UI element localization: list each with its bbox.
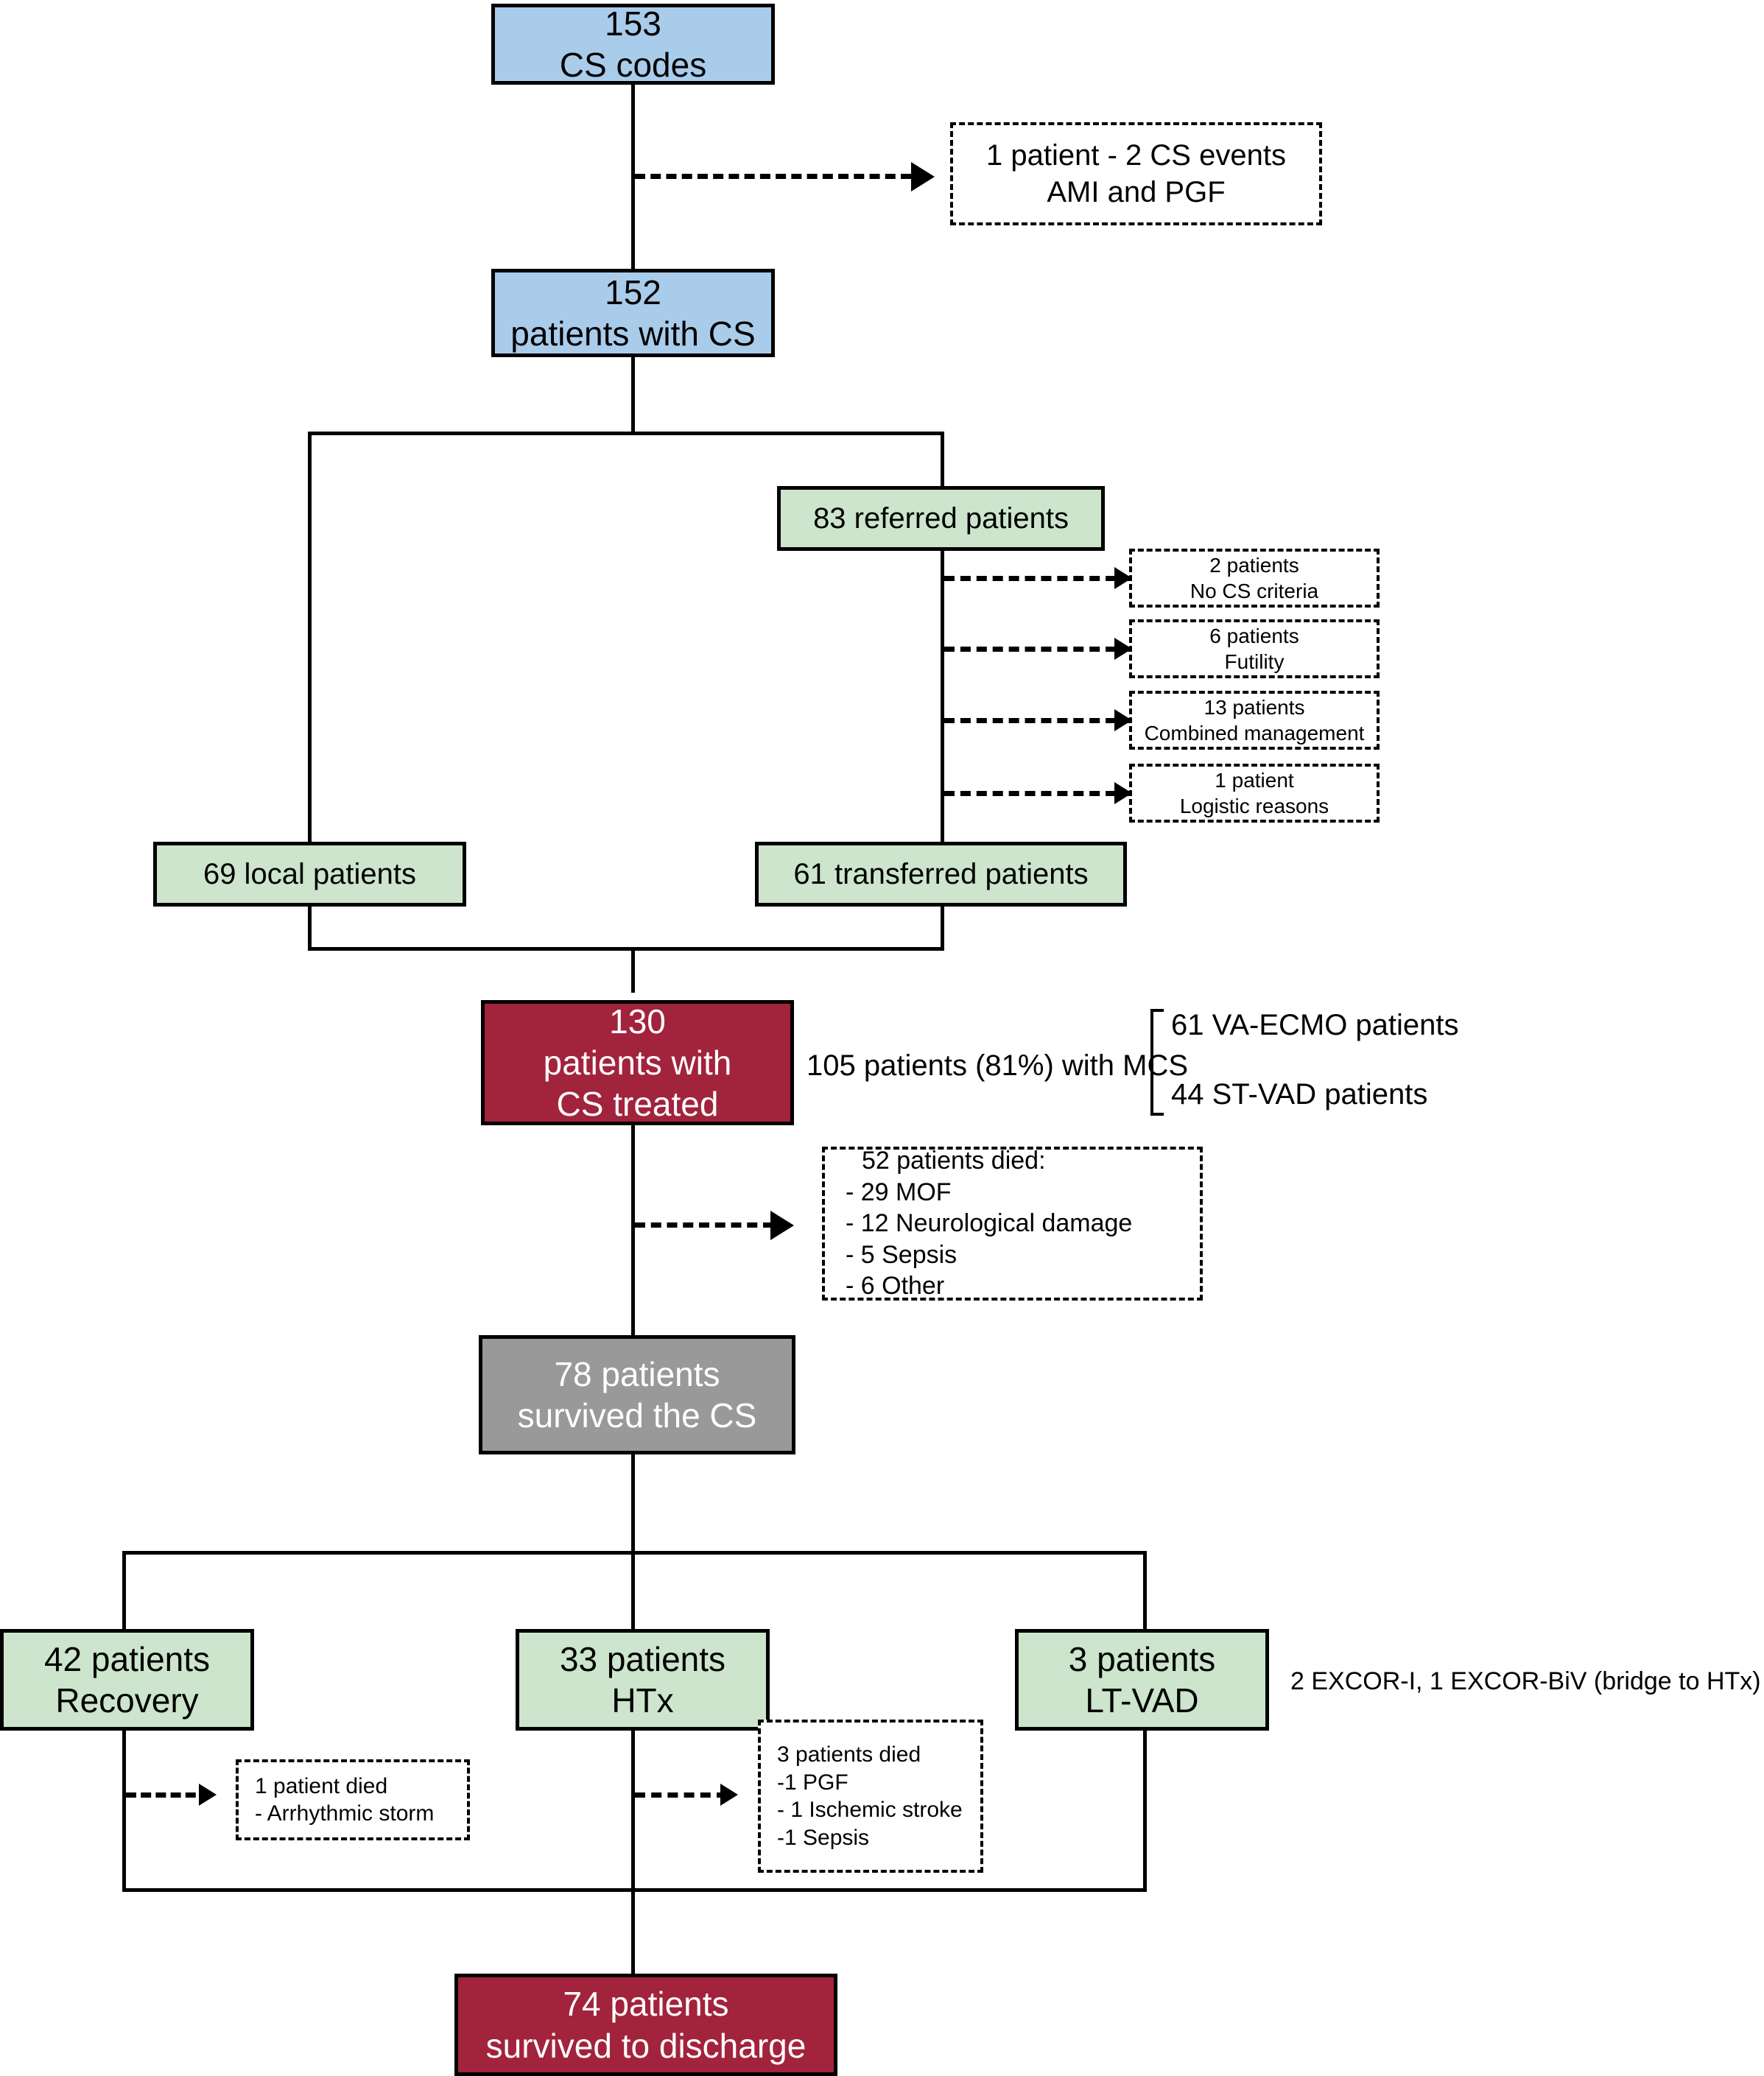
node-local-patients-line1: 69 local patients xyxy=(203,857,417,890)
node-cs-treated-line3: CS treated xyxy=(556,1085,719,1124)
node-patients-with-cs-line2: patients with CS xyxy=(510,314,756,353)
connector-merge-to-discharge xyxy=(631,1888,635,1977)
exclusion-futility-line2: Futility xyxy=(1224,650,1285,673)
node-recovery-line2: Recovery xyxy=(55,1681,199,1720)
node-cs-codes-line1: 153 xyxy=(605,4,661,43)
connector-ltvad-branch xyxy=(1143,1551,1147,1632)
annotation-mcs-ecmo: 61 VA-ECMO patients xyxy=(1171,1009,1459,1041)
node-local-patients: 69 local patients xyxy=(153,842,466,907)
node-survived-discharge: 74 patients survived to discharge xyxy=(454,1974,837,2076)
connector-152-split xyxy=(308,432,944,435)
exclusion-logistic-reasons: 1 patient Logistic reasons xyxy=(1129,764,1380,823)
annotation-mcs-stvad: 44 ST-VAD patients xyxy=(1171,1078,1428,1111)
node-recovery: 42 patients Recovery xyxy=(0,1629,254,1731)
arrowhead-recovery-death xyxy=(199,1784,217,1806)
node-cs-treated: 130 patients with CS treated xyxy=(481,1000,794,1125)
annotation-mcs-label: 105 patients (81%) with MCS xyxy=(807,1049,1189,1082)
node-transferred-patients: 61 transferred patients xyxy=(755,842,1127,907)
dashed-arrow-no-cs-criteria xyxy=(944,576,1132,581)
mcs-brace xyxy=(1150,1009,1164,1116)
exclusion-logistic-reasons-line2: Logistic reasons xyxy=(1179,795,1329,817)
exclusion-deaths-cs-line2: - 29 MOF xyxy=(846,1178,952,1206)
exclusion-combined-management-line2: Combined management xyxy=(1144,722,1365,745)
node-survived-cs-line2: survived the CS xyxy=(517,1396,757,1435)
node-recovery-line1: 42 patients xyxy=(43,1639,211,1678)
dashed-arrow-combined-management xyxy=(944,718,1132,723)
node-htx-line1: 33 patients xyxy=(559,1639,726,1678)
connector-referred-to-transferred xyxy=(941,551,944,843)
exclusion-no-cs-criteria: 2 patients No CS criteria xyxy=(1129,549,1380,608)
annotation-ltvad-note: 2 EXCOR-I, 1 EXCOR-BiV (bridge to HTx) xyxy=(1290,1667,1761,1695)
exclusion-htx-deaths-line3: - 1 Ischemic stroke xyxy=(777,1798,963,1822)
exclusion-deaths-cs: 52 patients died: - 29 MOF - 12 Neurolog… xyxy=(822,1147,1203,1301)
node-htx-line2: HTx xyxy=(611,1681,674,1720)
connector-referred-branch xyxy=(941,432,944,491)
connector-local-down xyxy=(308,907,312,951)
connector-130-to-78 xyxy=(631,1125,635,1346)
connector-cs-codes-to-152 xyxy=(631,85,635,271)
dashed-arrow-logistic xyxy=(944,791,1132,796)
exclusion-combined-management-line1: 13 patients xyxy=(1203,696,1305,719)
exclusion-futility-line1: 6 patients xyxy=(1209,624,1299,647)
exclusion-htx-deaths: 3 patients died -1 PGF - 1 Ischemic stro… xyxy=(758,1720,983,1873)
exclusion-deaths-cs-line5: - 6 Other xyxy=(846,1272,945,1301)
node-htx: 33 patients HTx xyxy=(516,1629,770,1731)
connector-transferred-down xyxy=(941,907,944,951)
connector-recovery-down xyxy=(122,1731,126,1892)
exclusion-deaths-cs-line4: - 5 Sepsis xyxy=(846,1240,957,1269)
exclusion-htx-deaths-line4: -1 Sepsis xyxy=(777,1825,870,1850)
dashed-arrow-deaths-cs xyxy=(635,1222,773,1228)
connector-78-down xyxy=(631,1454,635,1554)
exclusion-recovery-death: 1 patient died - Arrhythmic storm xyxy=(236,1759,470,1840)
exclusion-dual-event: 1 patient - 2 CS events AMI and PGF xyxy=(950,122,1322,225)
exclusion-combined-management: 13 patients Combined management xyxy=(1129,691,1380,750)
node-survived-discharge-line2: survived to discharge xyxy=(485,2026,807,2065)
dashed-arrow-htx-deaths xyxy=(635,1792,727,1798)
node-cs-codes-line2: CS codes xyxy=(559,46,707,84)
connector-ltvad-down xyxy=(1143,1731,1147,1892)
node-patients-with-cs-line1: 152 xyxy=(605,272,661,312)
node-patients-with-cs: 152 patients with CS xyxy=(491,269,775,357)
node-referred-patients: 83 referred patients xyxy=(777,486,1105,551)
arrowhead-htx-deaths xyxy=(720,1784,738,1806)
exclusion-recovery-death-line2: - Arrhythmic storm xyxy=(255,1801,435,1826)
exclusion-no-cs-criteria-line2: No CS criteria xyxy=(1190,580,1319,602)
connector-local-branch xyxy=(308,432,312,842)
exclusion-deaths-cs-line3: - 12 Neurological damage xyxy=(846,1209,1133,1238)
connector-htx-down xyxy=(631,1731,635,1892)
node-cs-treated-line1: 130 xyxy=(609,1002,666,1041)
exclusion-recovery-death-line1: 1 patient died xyxy=(255,1773,388,1798)
connector-recovery-branch xyxy=(122,1551,126,1632)
exclusion-no-cs-criteria-line1: 2 patients xyxy=(1209,554,1299,577)
arrowhead-deaths-cs xyxy=(770,1211,794,1240)
dashed-arrow-dual-event xyxy=(635,174,911,179)
dashed-arrow-futility xyxy=(944,647,1132,652)
exclusion-htx-deaths-line1: 3 patients died xyxy=(777,1742,921,1767)
node-survived-cs-line1: 78 patients xyxy=(554,1354,720,1393)
node-cs-treated-line2: patients with xyxy=(543,1043,732,1082)
node-ltvad: 3 patients LT-VAD xyxy=(1015,1629,1269,1731)
node-transferred-patients-line1: 61 transferred patients xyxy=(793,857,1089,890)
connector-merge-to-130 xyxy=(631,947,635,993)
node-ltvad-line2: LT-VAD xyxy=(1085,1681,1199,1720)
connector-152-down xyxy=(631,357,635,434)
exclusion-htx-deaths-line2: -1 PGF xyxy=(777,1770,848,1795)
exclusion-dual-event-line2: AMI and PGF xyxy=(1047,176,1226,208)
node-cs-codes: 153 CS codes xyxy=(491,4,775,85)
exclusion-deaths-cs-line1: 52 patients died: xyxy=(862,1147,1046,1175)
node-ltvad-line1: 3 patients xyxy=(1068,1639,1216,1678)
exclusion-dual-event-line1: 1 patient - 2 CS events xyxy=(986,139,1286,172)
exclusion-logistic-reasons-line1: 1 patient xyxy=(1215,769,1294,792)
node-survived-discharge-line1: 74 patients xyxy=(563,1985,729,2024)
connector-htx-branch xyxy=(631,1551,635,1632)
dashed-arrow-recovery-death xyxy=(126,1792,211,1798)
exclusion-futility: 6 patients Futility xyxy=(1129,619,1380,678)
arrowhead-dual-event xyxy=(911,162,935,191)
connector-merge-130 xyxy=(308,947,944,951)
node-referred-patients-line1: 83 referred patients xyxy=(813,502,1069,535)
node-survived-cs: 78 patients survived the CS xyxy=(479,1335,795,1454)
